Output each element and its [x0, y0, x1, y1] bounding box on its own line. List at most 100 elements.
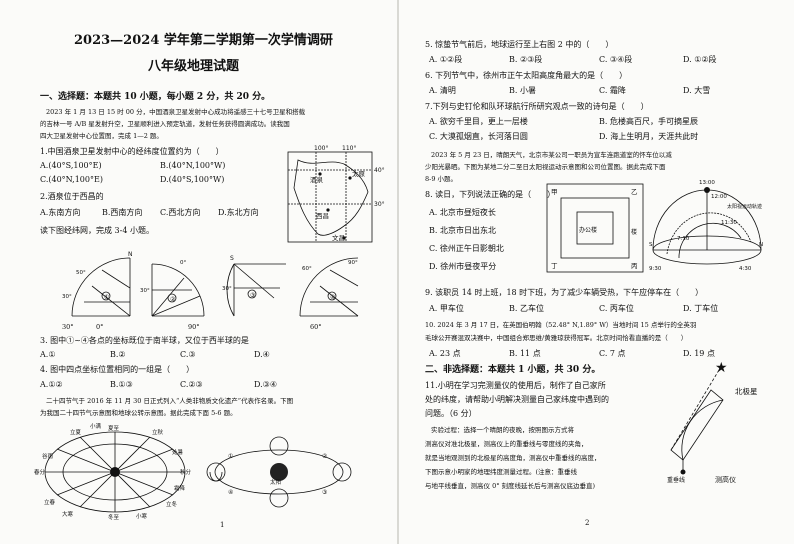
- option: C. ③④段: [599, 55, 633, 64]
- step-line: 实验过程：选择一个晴朗的夜晚，按照图示方式将: [431, 426, 574, 434]
- point-label: ③: [250, 292, 255, 299]
- orbit-label: 太阳: [270, 478, 281, 486]
- building-label: 办公楼: [579, 226, 597, 234]
- intro-line: 二十四节气于 2016 年 11 月 30 日正式列入“人类非物质文化遗产”代表…: [46, 397, 294, 405]
- option: A.①: [40, 350, 56, 359]
- time-label: 7:10: [677, 236, 690, 242]
- term-label: 霜降: [174, 484, 186, 492]
- map-label: 西昌: [316, 212, 329, 220]
- intro-line: 8-9 小题。: [425, 175, 458, 183]
- solar-terms-diagram: 春分 秋分 夏至 冬至 立春 立夏 立秋 立冬 谷雨 小满 处暑 霜降 小寒 大…: [34, 422, 192, 521]
- option: C. 霜降: [599, 86, 626, 95]
- option: C. 7 点: [599, 349, 626, 358]
- question-9: 9. 该职员 14 时上班，18 时下班，为了减少车辆受热，下午应停车在（ ）: [425, 288, 704, 297]
- option: B. 11 点: [509, 349, 541, 358]
- map-label: 50°: [76, 270, 86, 276]
- question-3: 3. 图中①~④各点的坐标既位于南半球，又位于西半球的是: [40, 336, 249, 345]
- time-label: 4:30: [739, 266, 752, 272]
- step-line: 下图示意小明家的地理纬度测量过程。(注意：重垂线: [425, 468, 578, 476]
- option: B.②: [110, 350, 126, 359]
- question-11: 11.小明在学习完测量仪的使用后，制作了自己家所: [425, 381, 606, 390]
- page-title: 2023—2024 学年第二学期第一次学情调研: [74, 33, 333, 48]
- question-11-cont: 处的纬度，请帮助小明解决测量自己家纬度中遇到的: [425, 395, 609, 404]
- intro-line: 2023 年 1 月 13 日 15 时 00 分，中国酒泉卫星发射中心成功将遥…: [46, 108, 306, 116]
- option: B. ②③段: [509, 55, 543, 64]
- option: D. 徐州市昼夜平分: [429, 262, 497, 271]
- spot-label: 甲: [551, 188, 558, 196]
- option: C.西北方向: [160, 208, 201, 217]
- option: D.(40°S,100°W): [160, 175, 225, 184]
- map-label: 30°: [140, 288, 150, 294]
- point-label: ②: [170, 296, 176, 303]
- option: C.③: [180, 350, 196, 359]
- option: A. 23 点: [429, 349, 461, 358]
- map-label: 40°: [374, 167, 385, 174]
- option: A. ①②段: [429, 55, 463, 64]
- map-label: 30°: [374, 201, 385, 208]
- building-label: 楼: [631, 228, 637, 236]
- map-label: N: [128, 251, 133, 258]
- question-7: 7.下列与史钉伦和队环球航行所研究观点一致的诗句是（ ）: [425, 102, 649, 111]
- time-label: 11:30: [721, 220, 737, 226]
- option: B. 北京市日出东北: [429, 226, 496, 235]
- map-label: 60°: [302, 266, 312, 272]
- map-label: 0°: [180, 260, 186, 266]
- term-label: 立春: [44, 498, 56, 506]
- option: A. 北京市昼短夜长: [429, 208, 496, 217]
- step-line: 与地平线垂直，测高仪 0° 刻度线延长后与测高仪底边垂直): [425, 482, 596, 490]
- time-label: 12:00: [711, 194, 727, 200]
- time-label: 13:00: [699, 180, 715, 186]
- question-6: 6. 下列节气中，徐州市正午太阳高度角最大的是（ ）: [425, 71, 628, 80]
- option: B. 乙车位: [509, 304, 544, 313]
- fig-label: 北极星: [735, 386, 758, 396]
- option: C. 丙车位: [599, 304, 634, 313]
- fig-label: 测高仪: [715, 475, 736, 484]
- term-label: 立夏: [70, 428, 82, 436]
- option: B.西南方向: [102, 208, 143, 217]
- option: D.东北方向: [218, 208, 259, 217]
- direction-label: S: [649, 242, 653, 248]
- intro-line: 少阳光暴晒。下图为某地二分二至日太阳视运动示意图和公司位置图。据此完成下面: [425, 163, 666, 171]
- question-10: 10. 2024 年 3 月 17 日，在英国伯明翰（52.48° N,1.89…: [425, 321, 697, 329]
- question-8: 8. 读日，下列说法正确的是（ ）: [425, 190, 556, 199]
- spot-label: 乙: [631, 188, 638, 196]
- option: C. 大漠孤烟直，长河落日圆: [429, 132, 528, 141]
- lon-label: 30°: [62, 323, 74, 331]
- option: C. 徐州正午日影朝北: [429, 244, 504, 253]
- exam-page-2: 5. 惊蛰节气前后，地球运行至上右图 2 中的（ ） A. ①②段 B. ②③段…: [399, 0, 794, 544]
- lon-label: 60°: [310, 323, 322, 331]
- option: A.(40°S,100°E): [40, 161, 102, 170]
- option: B.(40°N,100°W): [160, 161, 226, 170]
- parking-lot-figure: 办公楼 楼 甲 乙 丙 丁: [546, 183, 644, 273]
- map-label: 太原: [352, 169, 366, 178]
- term-label: 春分: [34, 468, 46, 476]
- map-label: 文昌: [332, 233, 345, 242]
- fig-label: 重垂线: [667, 476, 685, 484]
- option: A.①②: [40, 380, 63, 389]
- map-label: 30°: [62, 294, 72, 300]
- option: D. 海上生明月，天涯共此时: [599, 132, 699, 141]
- page-number: 1: [220, 521, 225, 529]
- intro-line: 为我国二十四节气示意图和地球公转示意图。据此完成下面 5-6 题。: [40, 409, 237, 417]
- map-label: 110°: [342, 145, 356, 152]
- intro-line: 的吉林一号 A/B 星发射升空，卫星顺利进入预定轨道，发射任务获得圆满成功。读我…: [40, 120, 290, 128]
- term-label: 秋分: [180, 468, 192, 476]
- point-label: ①: [104, 294, 109, 301]
- map-label: 90°: [348, 260, 358, 266]
- point-label: ④: [330, 294, 335, 301]
- term-label: 夏至: [108, 425, 120, 432]
- question-2: 2.酒泉位于西昌的: [40, 192, 104, 201]
- orbit-label: ②: [322, 453, 328, 460]
- option: C.(40°N,100°E): [40, 175, 103, 184]
- intro-line: 读下图经纬网，完成 3-4 小题。: [40, 226, 154, 235]
- graticule-figures: ① N 50° 30° ② 0° 30° ③ S 30° ④ 60° 90°: [62, 251, 359, 317]
- spot-label: 丁: [551, 262, 558, 270]
- option: D. ①②段: [683, 55, 717, 64]
- intro-line: 2023 年 5 月 23 日，晴朗天气，北京市某公司一职员为宣车连跑道室的怀车…: [431, 151, 672, 159]
- option: A.东南方向: [40, 208, 81, 217]
- term-label: 立秋: [152, 428, 164, 436]
- spot-label: 丙: [631, 262, 638, 270]
- launch-site-map: 100° 110° 40° 30° 酒泉 太原 西昌 文昌: [287, 145, 385, 243]
- option: A. 欲穷千里目，更上一层楼: [429, 117, 528, 126]
- option: B.①③: [110, 380, 133, 389]
